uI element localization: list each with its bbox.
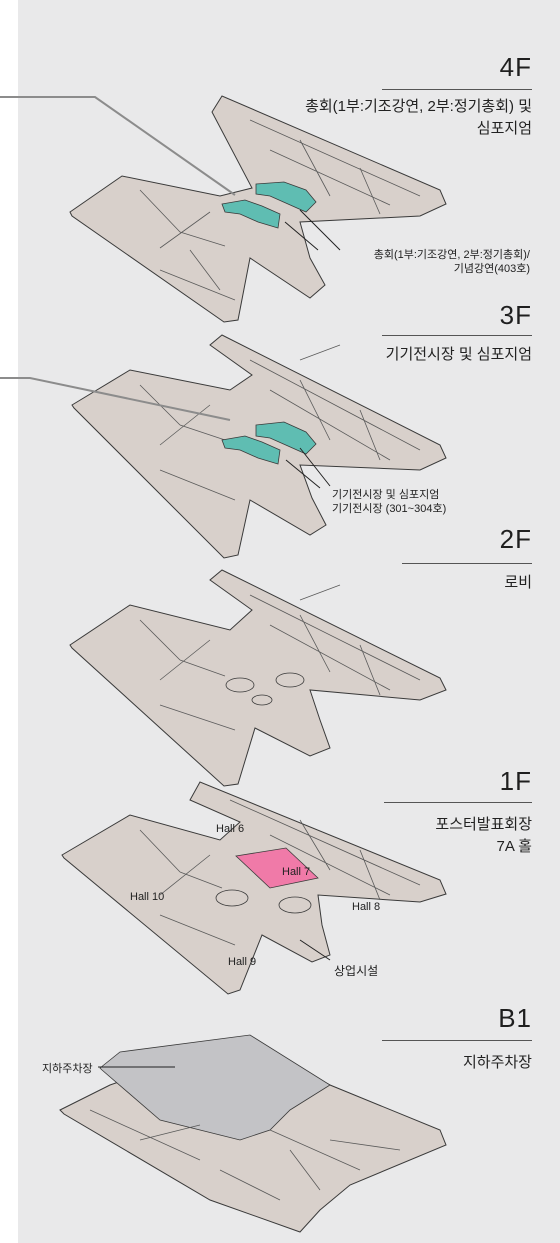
floor-4f-leader-lines (284, 209, 341, 251)
floor-3f-highlight-right (255, 421, 317, 455)
floor-rule-b1 (382, 1040, 532, 1041)
callout-3f-line1: 기기전시장 및 심포지엄 (332, 489, 440, 501)
floor-label-3f: 3F (499, 300, 532, 330)
floor-label-b1: B1 (498, 1003, 532, 1033)
floor-rule-2f (402, 563, 532, 564)
floor-description-b1: 지하주차장 (462, 1054, 532, 1071)
floor-2f-internal-lines (139, 584, 421, 731)
hall-label-7: Hall 7 (282, 866, 311, 878)
callout-1f: 상업시설 (334, 964, 379, 978)
floor-1f-slab (61, 781, 447, 995)
floor-rule-3f (382, 335, 532, 336)
hall-label-6: Hall 6 (216, 823, 245, 835)
floor-description-2f: 로비 (504, 574, 532, 591)
floor-3f-leader-lines (285, 447, 331, 489)
floor-label-2f: 2F (499, 524, 532, 554)
floor-2f-lobby-oval-2 (275, 672, 305, 688)
floor-4f-highlight-left (221, 199, 281, 229)
floor-2f-lobby-oval-3 (251, 694, 273, 706)
floor-3f-highlight-left (221, 435, 281, 465)
floor-description-4f-line2: 심포지엄 (476, 120, 532, 137)
floor-4f-plan (69, 95, 447, 323)
floor-description-1f-line2: 7A 홀 (496, 838, 533, 855)
floor-1f-leader-line (299, 939, 331, 961)
floor-rule-4f (382, 89, 532, 90)
floor-3f-plan (71, 334, 447, 559)
floor-label-1f: 1F (499, 766, 532, 796)
floor-1f-plan (61, 781, 447, 995)
callout-3f-line2: 기기전시장 (301~304호) (332, 503, 447, 515)
floor-1f-internal-lines (139, 799, 421, 946)
callout-4f-line1: 총회(1부:기조강연, 2부:정기총회)/ (373, 249, 530, 261)
floor-description-4f: 총회(1부:기조강연, 2부:정기총회) 및 심포지엄 (305, 96, 532, 140)
floor-b1-internal-lines (89, 1109, 401, 1201)
floor-description-1f: 포스터발표회장 7A 홀 (435, 814, 532, 858)
floor-label-4f: 4F (499, 52, 532, 82)
hall-label-10: Hall 10 (130, 891, 165, 903)
floor-description-1f-line1: 포스터발표회장 (435, 816, 532, 833)
hall-label-9: Hall 9 (228, 956, 257, 968)
floor-4f-highlight-right (255, 181, 317, 213)
floor-2f-plan (69, 569, 447, 787)
connector-line-3f (0, 377, 231, 421)
floor-1f-highlight-hall7 (235, 847, 319, 889)
floor-rule-1f (384, 802, 532, 803)
connector-line-4f (0, 96, 236, 196)
floor-description-3f: 기기전시장 및 심포지엄 (385, 346, 532, 363)
floor-1f-oval-2 (278, 896, 312, 914)
floor-4f-internal-lines (139, 119, 421, 301)
floor-description-4f-line1: 총회(1부:기조강연, 2부:정기총회) 및 (305, 98, 532, 115)
floor-b1-parking-area (99, 1034, 331, 1141)
hall-label-8: Hall 8 (352, 901, 381, 913)
callout-4f-line2: 기념강연(403호) (453, 263, 530, 275)
floor-2f-lobby-oval-1 (225, 677, 255, 693)
floor-1f-oval-1 (215, 889, 249, 907)
callout-b1: 지하주차장 (42, 1063, 93, 1075)
floor-2f-slab (69, 569, 447, 787)
callout-3f: 기기전시장 및 심포지엄 기기전시장 (301~304호) (332, 488, 492, 516)
floor-b1-plan (59, 1034, 447, 1233)
callout-4f: 총회(1부:기조강연, 2부:정기총회)/ 기념강연(403호) (320, 248, 530, 276)
